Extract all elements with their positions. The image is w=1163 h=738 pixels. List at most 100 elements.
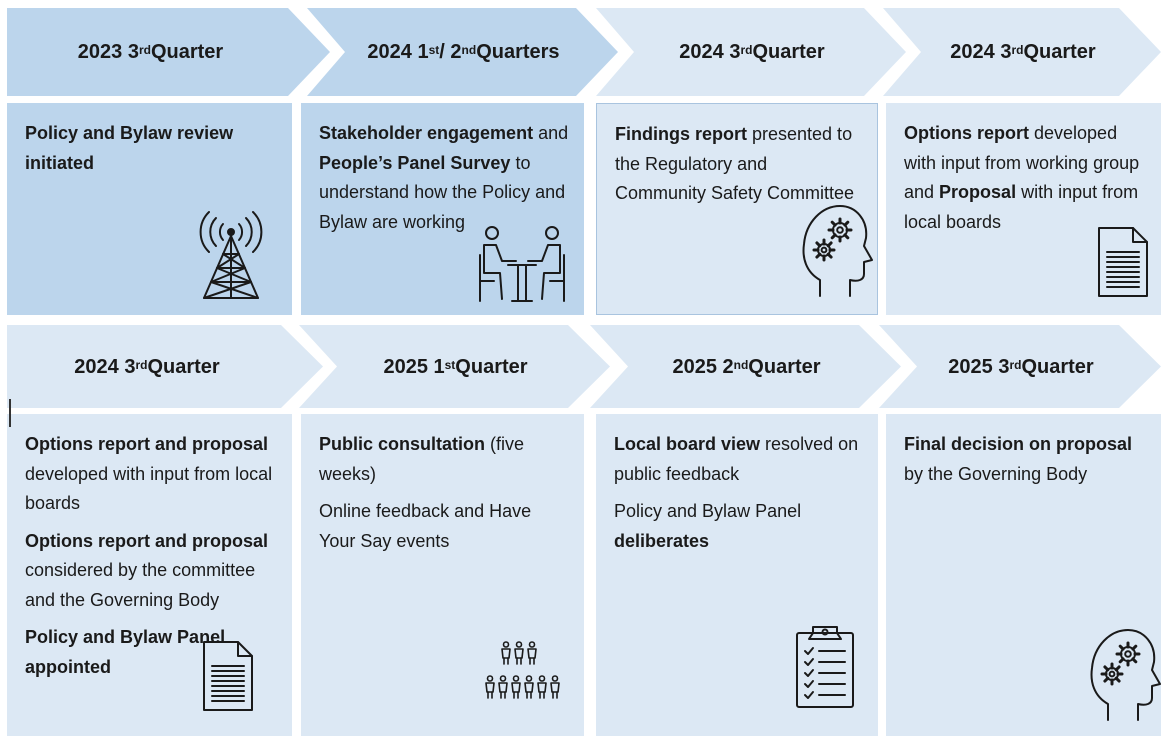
stage-card-5: Options report and proposal developed wi…: [7, 414, 292, 736]
body-text: to understand how the Policy and Bylaw a…: [319, 152, 566, 232]
chevron-arrow-shape: [307, 8, 618, 96]
header-text: Quarter: [147, 355, 220, 378]
header-text: Quarter: [752, 41, 825, 63]
bold-text: Public consultation: [319, 434, 486, 454]
bold-text: Stakeholder engagement: [319, 123, 534, 143]
head-gears-icon: [1086, 624, 1161, 721]
bold-text: Policy and Bylaw review initiated: [25, 123, 234, 173]
bold-text: Policy and Bylaw Panel appointed: [25, 627, 226, 677]
body-text: (five weeks): [319, 434, 525, 484]
meeting-people-icon: [476, 225, 568, 303]
body-text: with input from local boards: [904, 182, 1139, 232]
stage-description: Policy and Bylaw Panel appointed: [25, 623, 278, 682]
stage-description: Options report and proposal considered b…: [25, 527, 278, 616]
stage-card-4: Options report developed with input from…: [886, 103, 1161, 315]
header-superscript: nd: [461, 43, 477, 57]
stage-description: Local board view resolved on public feed…: [614, 430, 864, 489]
stage-description: Policy and Bylaw review initiated: [25, 119, 278, 178]
stage-card-3: Findings report presented to the Regulat…: [596, 103, 878, 315]
body-text: Policy and Bylaw Panel: [614, 501, 802, 521]
radio-tower-icon: [196, 208, 266, 300]
bold-text: Proposal: [939, 182, 1017, 202]
stage-description: Options report and proposal developed wi…: [25, 430, 278, 519]
header-text: Quarter: [455, 355, 528, 378]
stage-description: Final decision on proposal by the Govern…: [904, 430, 1147, 489]
header-text: 2025 3: [948, 355, 1010, 378]
body-text: presented to the Regulatory and Communit…: [615, 124, 855, 203]
stage-description: Stakeholder engagement and People’s Pane…: [319, 119, 570, 237]
header-text: Quarter: [1023, 41, 1096, 63]
header-superscript: nd: [733, 357, 749, 372]
bold-text: Findings report: [615, 124, 747, 144]
stage-card-2: Stakeholder engagement and People’s Pane…: [301, 103, 584, 315]
header-text: Quarter: [1021, 355, 1094, 378]
head-gears-icon: [798, 200, 873, 300]
stage-description: Policy and Bylaw Panel deliberates: [614, 497, 864, 556]
header-text: 2023 3: [77, 41, 139, 63]
header-text: Quarters: [476, 41, 560, 63]
header-text: 2024 3: [74, 355, 136, 378]
header-text: / 2: [439, 41, 462, 63]
header-text: 2025 2: [672, 355, 734, 378]
body-text: by the Governing Body: [904, 463, 1088, 484]
body-text: resolved on public feedback: [614, 434, 859, 484]
header-superscript: st: [428, 43, 440, 57]
stage-card-7: Local board view resolved on public feed…: [596, 414, 878, 736]
header-superscript: rd: [740, 43, 753, 57]
body-text: Online feedback and Have Your Say events: [319, 501, 532, 551]
stage-card-6: Public consultation (five weeks) Online f…: [301, 414, 584, 736]
header-superscript: rd: [1011, 43, 1024, 57]
chevron-arrow-shape: [883, 8, 1161, 96]
header-superscript: st: [444, 357, 456, 372]
stage-card-8: Final decision on proposal by the Govern…: [886, 414, 1161, 736]
body-text: and: [533, 123, 569, 143]
header-superscript: rd: [135, 357, 148, 372]
text-cursor: [9, 399, 11, 427]
chevron-arrow-shape: [7, 8, 330, 96]
body-text: developed with input from local boards: [25, 463, 273, 514]
header-text: 2024 3: [950, 41, 1012, 63]
header-text: Quarter: [150, 41, 224, 63]
chevron-arrow-shape: [299, 325, 610, 408]
header-text: 2025 1: [383, 355, 445, 378]
document-icon: [1097, 226, 1149, 298]
body-text: considered by the committee and the Gove…: [25, 560, 256, 610]
header-text: 2024 3: [679, 41, 741, 63]
stage-description: Public consultation (five weeks): [319, 430, 570, 489]
document-icon: [202, 640, 254, 712]
bold-text: Options report and proposal: [25, 530, 269, 551]
stage-description: Online feedback and Have Your Say events: [319, 497, 570, 556]
bold-text: People’s Panel Survey: [319, 152, 511, 173]
body-text: developed with input from working group …: [904, 123, 1140, 202]
crowd-icon: [480, 640, 560, 712]
chevron-arrow-shape: [590, 325, 901, 408]
chevron-arrow-shape: [7, 325, 323, 408]
chevron-arrow-shape: [879, 325, 1161, 408]
chevron-arrow-shape: [596, 8, 906, 96]
bold-text: Options report and proposal: [25, 434, 269, 454]
header-text: Quarter: [748, 355, 821, 378]
bold-text: Final decision on proposal: [904, 434, 1133, 454]
clipboard-checklist-icon: [795, 625, 855, 709]
bold-text: deliberates: [614, 530, 710, 551]
bold-text: Options report: [904, 123, 1029, 143]
stage-description: Findings report presented to the Regulat…: [615, 120, 863, 209]
header-superscript: rd: [138, 43, 151, 57]
bold-text: Local board view: [614, 434, 761, 454]
